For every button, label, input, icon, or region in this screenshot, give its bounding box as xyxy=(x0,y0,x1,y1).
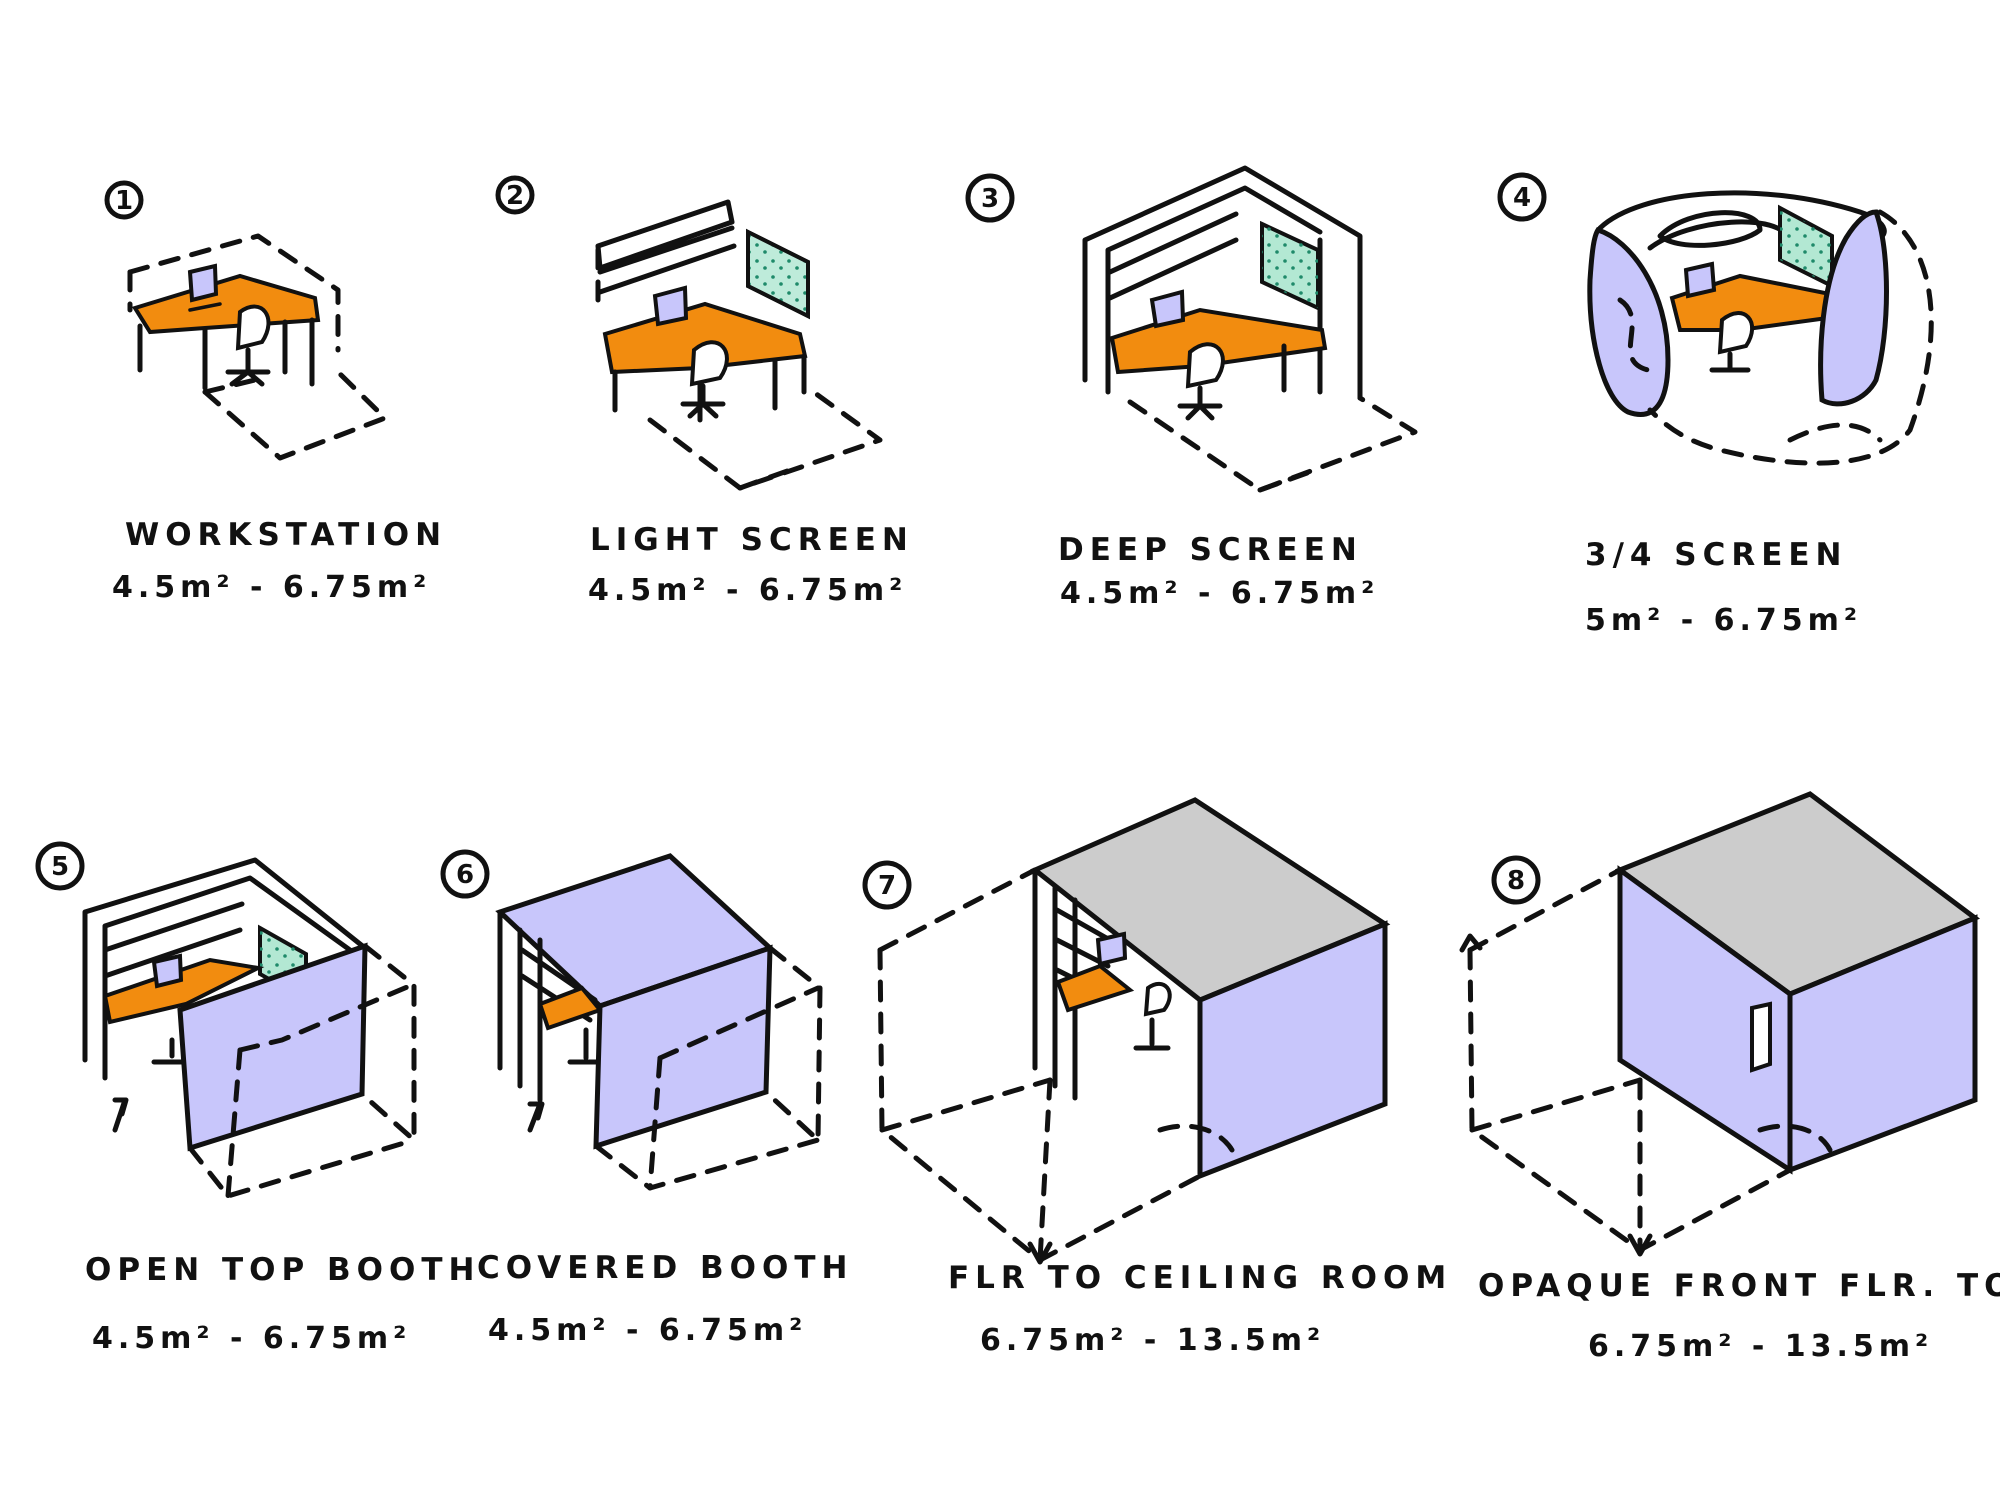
number-badge-7: 7 xyxy=(862,860,912,910)
number-badge-1: 1 xyxy=(104,180,144,220)
workstation-sketch xyxy=(127,233,388,461)
covered-booth-sketch xyxy=(495,853,823,1191)
item-1-workstation: 1 WORKSTATION 4.5m² - 6.75m² xyxy=(104,180,447,605)
open-top-booth-sketch xyxy=(82,857,417,1199)
number-badge-2: 2 xyxy=(495,175,535,215)
number-6: 6 xyxy=(456,860,474,890)
item-7-area: 6.75m² - 13.5m² xyxy=(980,1323,1325,1358)
item-3-title: DEEP SCREEN xyxy=(1058,532,1363,568)
item-8-title: OPAQUE FRONT FLR. TO CLG. xyxy=(1478,1268,2000,1304)
item-2-title: LIGHT SCREEN xyxy=(590,522,914,558)
item-5-title: OPEN TOP BOOTH xyxy=(85,1252,480,1288)
number-2: 2 xyxy=(506,181,524,211)
number-8: 8 xyxy=(1507,866,1525,896)
item-1-area: 4.5m² - 6.75m² xyxy=(112,570,431,605)
number-badge-6: 6 xyxy=(440,849,490,899)
item-2-light-screen: 2 LIGHT SCREEN 4.5m² - 6.75m² xyxy=(495,175,914,608)
item-3-area: 4.5m² - 6.75m² xyxy=(1060,576,1379,611)
item-7-floor-to-ceiling-room: 7 FLR TO CEILING ROOM 6.75m² - 13.5m² xyxy=(862,797,1452,1358)
item-4-title: 3/4 SCREEN xyxy=(1585,537,1848,573)
three-quarter-screen-sketch xyxy=(1587,190,1934,466)
item-3-deep-screen: 3 DEEP SCREEN 4.5m² - 6.75m² xyxy=(965,165,1418,611)
number-7: 7 xyxy=(878,871,896,901)
item-5-area: 4.5m² - 6.75m² xyxy=(92,1321,411,1356)
floor-to-ceiling-room-sketch xyxy=(877,797,1391,1265)
opaque-front-room-sketch xyxy=(1459,791,1981,1257)
number-badge-8: 8 xyxy=(1491,855,1541,905)
number-badge-4: 4 xyxy=(1497,172,1547,222)
deep-screen-sketch xyxy=(1082,165,1418,493)
item-6-area: 4.5m² - 6.75m² xyxy=(488,1313,807,1348)
item-7-title: FLR TO CEILING ROOM xyxy=(948,1260,1452,1296)
number-5: 5 xyxy=(51,852,69,882)
item-4-three-quarter-screen: 4 3/4 SCREEN 5m² - 6.75m² xyxy=(1497,172,1934,638)
item-6-title: COVERED BOOTH xyxy=(477,1250,853,1286)
item-1-title: WORKSTATION xyxy=(125,517,447,553)
item-5-open-top-booth: 5 OPEN TOP BOOTH 4.5m² - 6.75m² xyxy=(35,841,480,1356)
item-8-area: 6.75m² - 13.5m² xyxy=(1588,1329,1933,1364)
item-8-opaque-front-room: 8 OPAQUE FRONT FLR. TO CLG. 6.75m² - 13.… xyxy=(1459,791,2000,1364)
number-badge-3: 3 xyxy=(965,173,1015,223)
item-6-covered-booth: 6 COVERED BOOTH 4.5m² - 6.75m² xyxy=(440,849,853,1348)
light-screen-sketch xyxy=(595,199,883,491)
number-4: 4 xyxy=(1513,183,1531,213)
item-2-area: 4.5m² - 6.75m² xyxy=(588,573,907,608)
number-3: 3 xyxy=(981,184,999,214)
number-1: 1 xyxy=(115,186,133,216)
item-4-area: 5m² - 6.75m² xyxy=(1585,603,1862,638)
number-badge-5: 5 xyxy=(35,841,85,891)
